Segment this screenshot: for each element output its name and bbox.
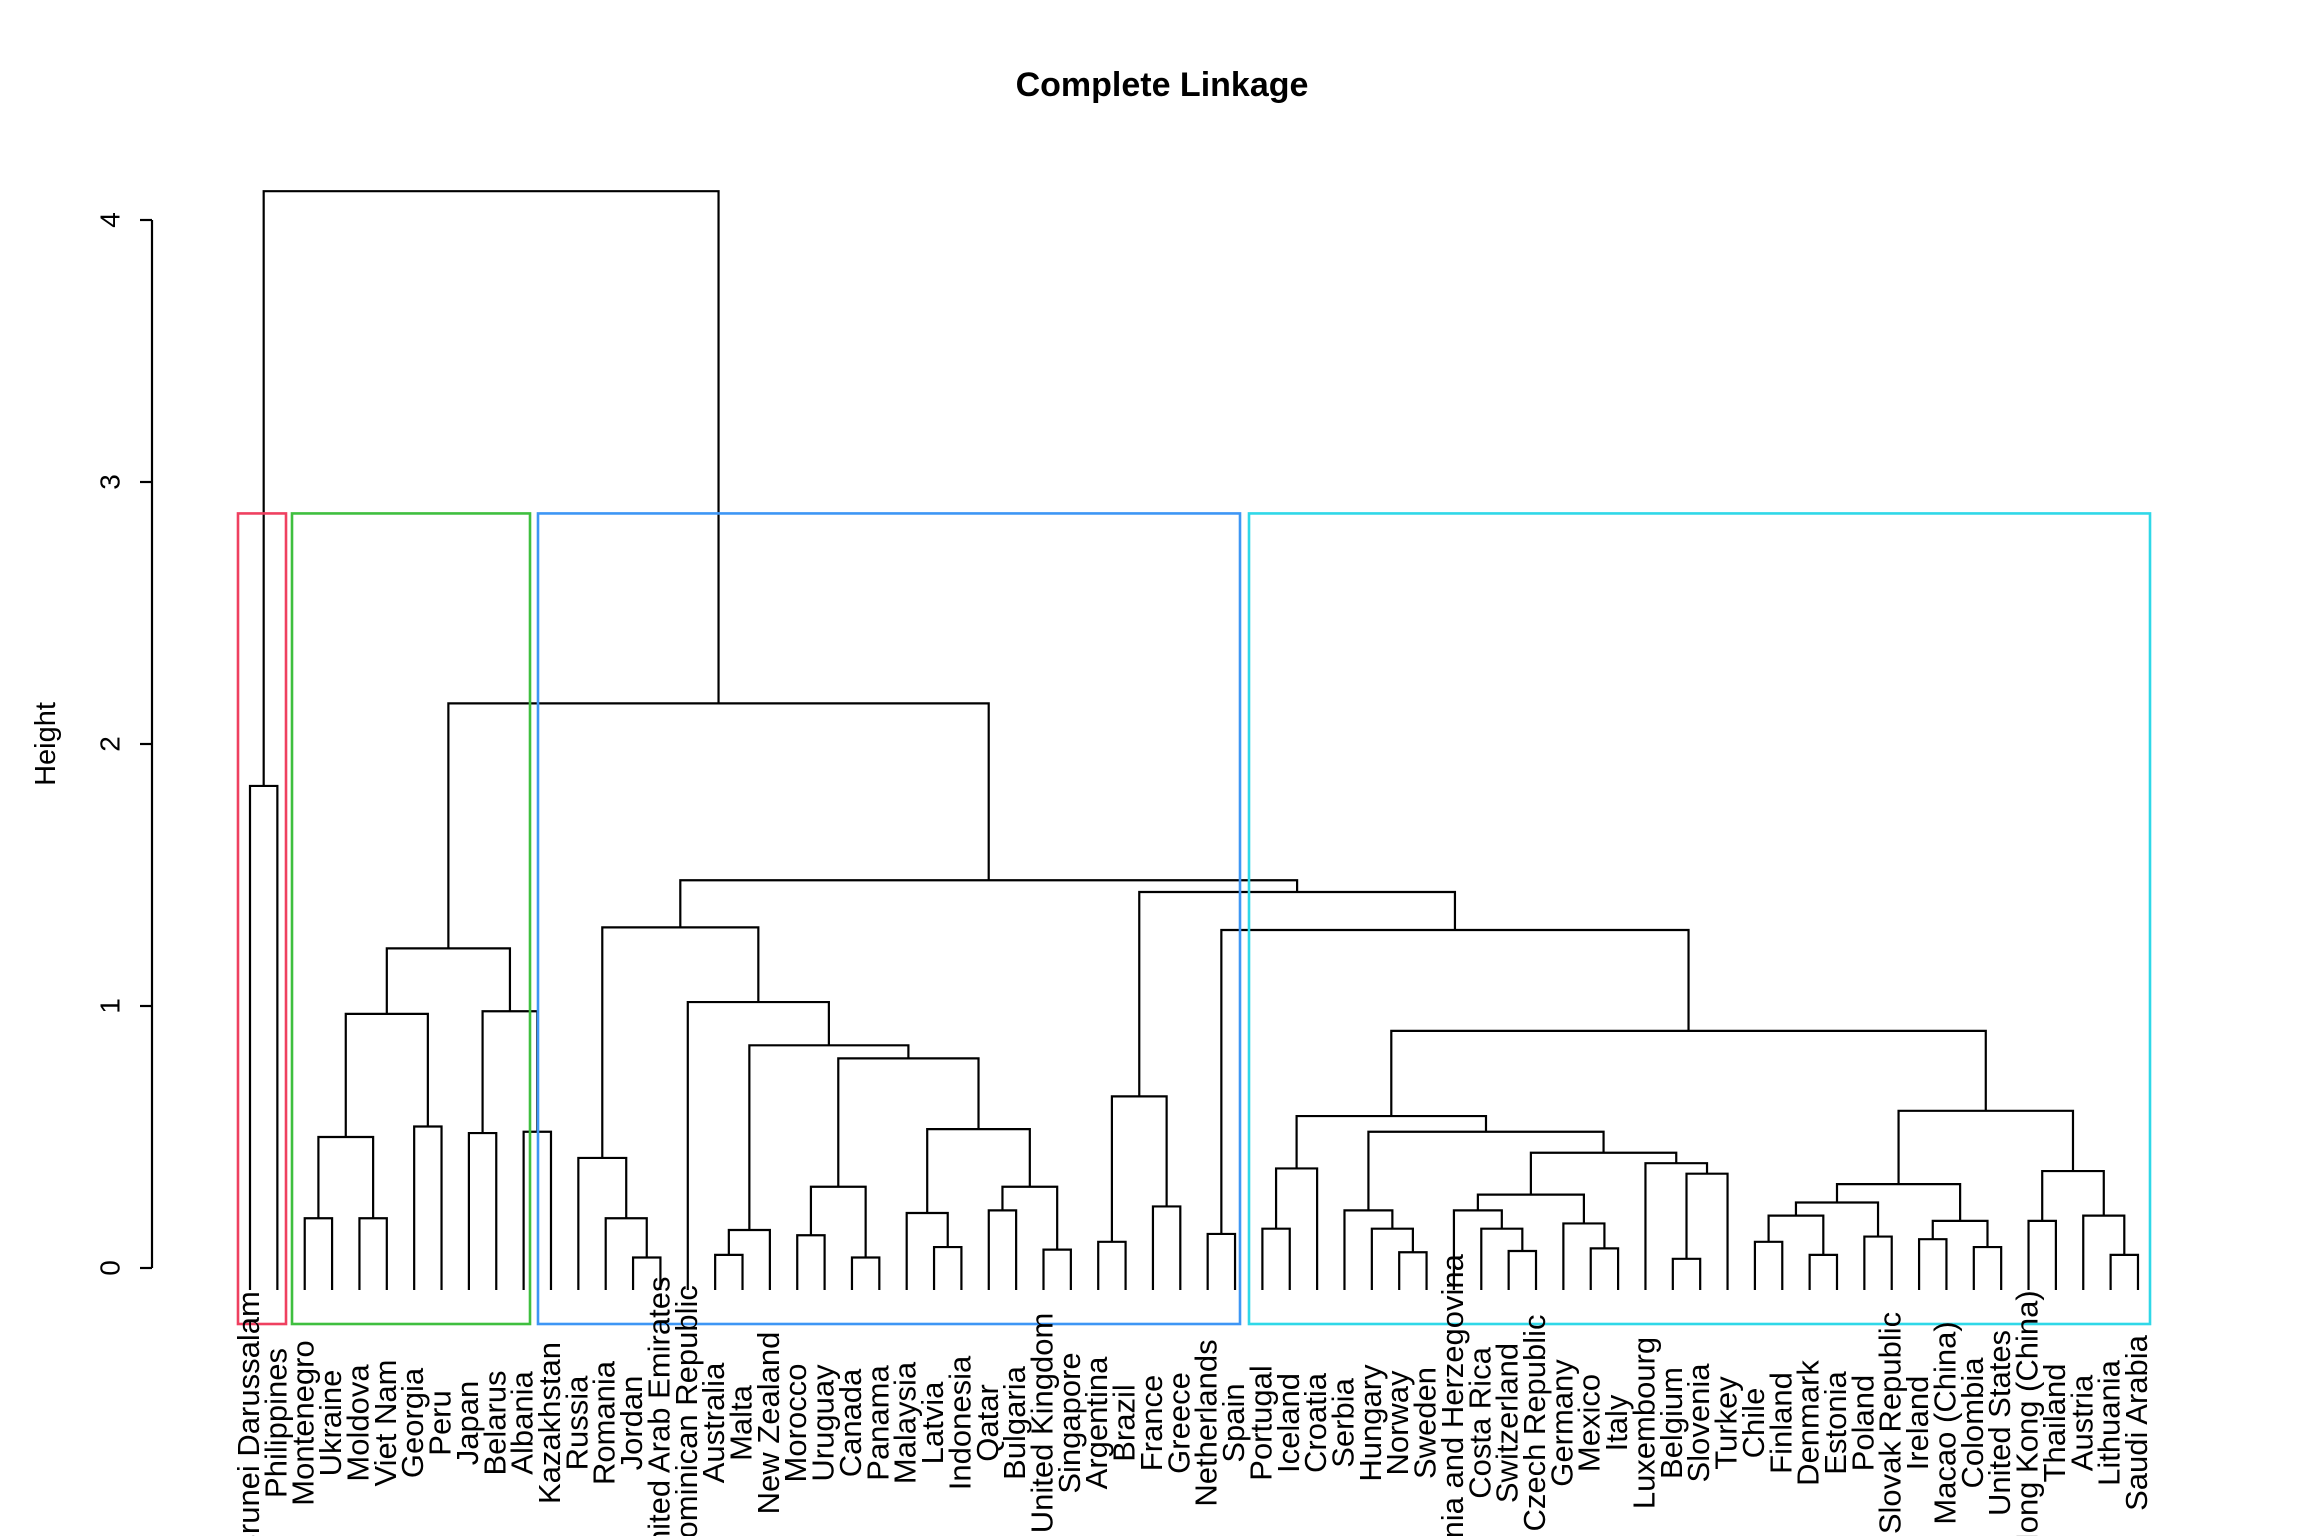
dendrogram-links	[248, 190, 2140, 1290]
leaf-label: Bosnia and Herzegovina	[1435, 1253, 1470, 1536]
leaf-label: Costa Rica	[1462, 1346, 1497, 1498]
leaf-label: Kazakhstan	[532, 1342, 567, 1504]
leaf-label: Singapore	[1052, 1352, 1087, 1493]
leaf-label: Slovak Republic	[1873, 1312, 1908, 1534]
leaf-label: Brunei Darussalam	[231, 1291, 266, 1536]
leaf-label: Germany	[1544, 1359, 1579, 1487]
leaf-label: Morocco	[778, 1364, 813, 1483]
leaf-label: Hong Kong (China)	[2010, 1290, 2045, 1536]
leaf-label: Qatar	[970, 1384, 1005, 1462]
y-tick-label: 4	[94, 212, 125, 228]
leaf-label: Turkey	[1709, 1376, 1744, 1470]
leaf-label: Uruguay	[806, 1364, 841, 1482]
leaf-label: Netherlands	[1189, 1339, 1224, 1506]
leaf-label: Saudi Arabia	[2119, 1334, 2154, 1511]
leaf-label: Macao (China)	[1927, 1321, 1962, 1524]
leaf-label: Japan	[450, 1381, 485, 1465]
leaf-label: Norway	[1380, 1370, 1415, 1476]
leaf-label: Chile	[1736, 1388, 1771, 1459]
y-tick-label: 2	[94, 736, 125, 752]
y-tick-label: 0	[94, 1260, 125, 1276]
leaf-label: Mexico	[1572, 1374, 1607, 1472]
leaf-label: Lithuania	[2092, 1359, 2127, 1486]
leaf-label: Ireland	[1900, 1376, 1935, 1471]
leaf-label: Georgia	[395, 1367, 430, 1478]
leaf-label: Philippines	[258, 1348, 293, 1498]
leaf-label: Viet Nam	[368, 1360, 403, 1487]
leaf-label: Belgium	[1654, 1367, 1689, 1479]
leaf-label: Poland	[1845, 1375, 1880, 1472]
leaf-label: Spain	[1216, 1383, 1251, 1462]
leaf-label: Albania	[505, 1371, 540, 1475]
leaf-label: Estonia	[1818, 1371, 1853, 1475]
cluster-4-rect	[1247, 512, 2152, 1326]
leaf-label: Russia	[559, 1375, 594, 1471]
leaf-label: Australia	[696, 1362, 731, 1483]
leaf-label: Jordan	[614, 1376, 649, 1471]
leaf-label: Bulgaria	[997, 1365, 1032, 1479]
leaf-label: Slovenia	[1681, 1363, 1716, 1483]
leaf-label: Belarus	[477, 1370, 512, 1475]
leaf-label: Latvia	[915, 1381, 950, 1464]
dendrogram-tree	[248, 190, 2140, 1290]
leaf-label: Italy	[1599, 1394, 1634, 1451]
leaf-label: Iceland	[1271, 1373, 1306, 1473]
chart-title: Complete Linkage	[1016, 66, 1309, 104]
leaf-label: Dominican Republic	[669, 1285, 704, 1536]
leaf-label: Ukraine	[313, 1370, 348, 1477]
leaf-label: Luxembourg	[1626, 1337, 1661, 1509]
leaf-label: Portugal	[1243, 1365, 1278, 1480]
leaf-label: United Kingdom	[1024, 1313, 1059, 1534]
y-axis-label: Height	[30, 702, 62, 786]
leaf-label: Argentina	[1079, 1356, 1114, 1489]
leaf-label: Canada	[833, 1368, 868, 1477]
leaf-label: Greece	[1161, 1372, 1196, 1474]
leaf-label: Croatia	[1298, 1372, 1333, 1473]
leaf-label: Denmark	[1791, 1360, 1826, 1486]
leaf-label: Switzerland	[1490, 1343, 1525, 1503]
leaf-label: Hungary	[1353, 1364, 1388, 1482]
leaf-labels: Brunei DarussalamPhilippinesMontenegroUk…	[231, 1253, 2154, 1536]
y-tick-label: 1	[94, 998, 125, 1014]
leaf-label: France	[1134, 1375, 1169, 1471]
leaf-label: Brazil	[1107, 1384, 1142, 1462]
leaf-label: United States	[1982, 1330, 2017, 1516]
cluster-1-rect	[236, 512, 288, 1326]
leaf-label: United Arab Emirates	[641, 1277, 676, 1536]
leaf-label: Austria	[2064, 1374, 2099, 1471]
leaf-label: Colombia	[1955, 1357, 1990, 1489]
cluster-3-rect	[536, 512, 1242, 1326]
leaf-label: Panama	[860, 1365, 895, 1481]
leaf-label: Moldova	[340, 1364, 375, 1482]
leaf-label: Finland	[1763, 1372, 1798, 1474]
y-axis: 0 1 2 3 4	[94, 212, 154, 1276]
leaf-label: Montenegro	[286, 1340, 321, 1505]
leaf-label: Serbia	[1325, 1377, 1360, 1467]
leaf-label: Peru	[423, 1390, 458, 1455]
leaf-label: Czech Republic	[1517, 1314, 1552, 1531]
leaf-label: Sweden	[1408, 1367, 1443, 1479]
leaf-label: New Zealand	[751, 1332, 786, 1515]
cluster-2-rect	[290, 512, 532, 1326]
leaf-label: Thailand	[2037, 1364, 2072, 1483]
leaf-label: Malaysia	[888, 1361, 923, 1484]
leaf-label: Indonesia	[942, 1355, 977, 1490]
leaf-label: Malta	[724, 1384, 759, 1461]
cluster-rects	[236, 512, 2152, 1326]
y-tick-label: 3	[94, 474, 125, 490]
leaf-label: Romania	[587, 1360, 622, 1485]
